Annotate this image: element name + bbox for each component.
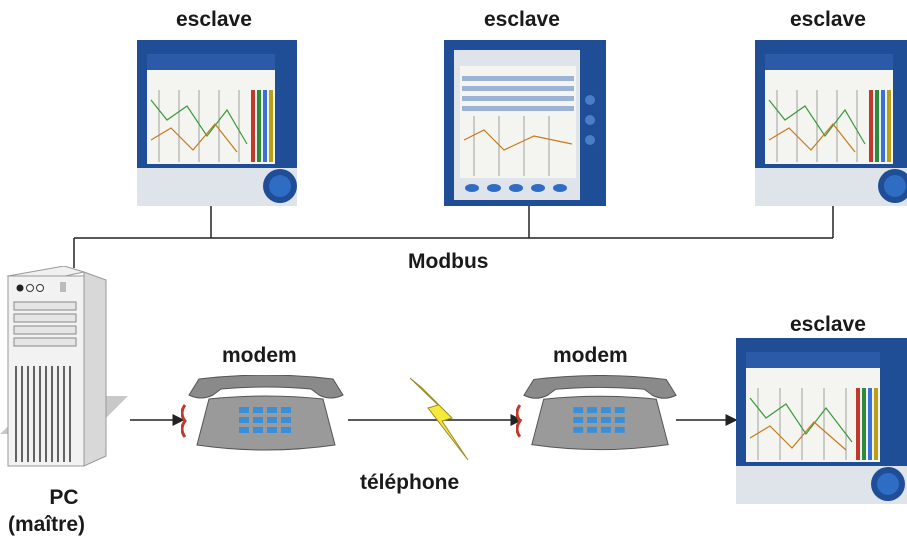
modem-label-1: modem [222,344,297,367]
data-recorder-icon [137,40,297,206]
telephone-modem-icon [181,375,344,451]
lightning-icon [409,377,469,461]
slave-label-1: esclave [176,8,252,31]
slave-label-4: esclave [790,313,866,336]
slave-label-2: esclave [484,8,560,31]
data-recorder-icon [736,338,907,504]
phone-line-label: téléphone [360,471,460,494]
pc-label: PC [49,486,79,509]
data-recorder-icon [444,40,606,206]
bus-label: Modbus [408,250,489,273]
pc-tower-icon [0,266,128,467]
slave-label-3: esclave [790,8,866,31]
pc-role-label: (maître) [8,513,86,536]
modem-label-2: modem [553,344,628,367]
telephone-modem-icon [516,375,677,451]
data-recorder-icon [755,40,907,206]
